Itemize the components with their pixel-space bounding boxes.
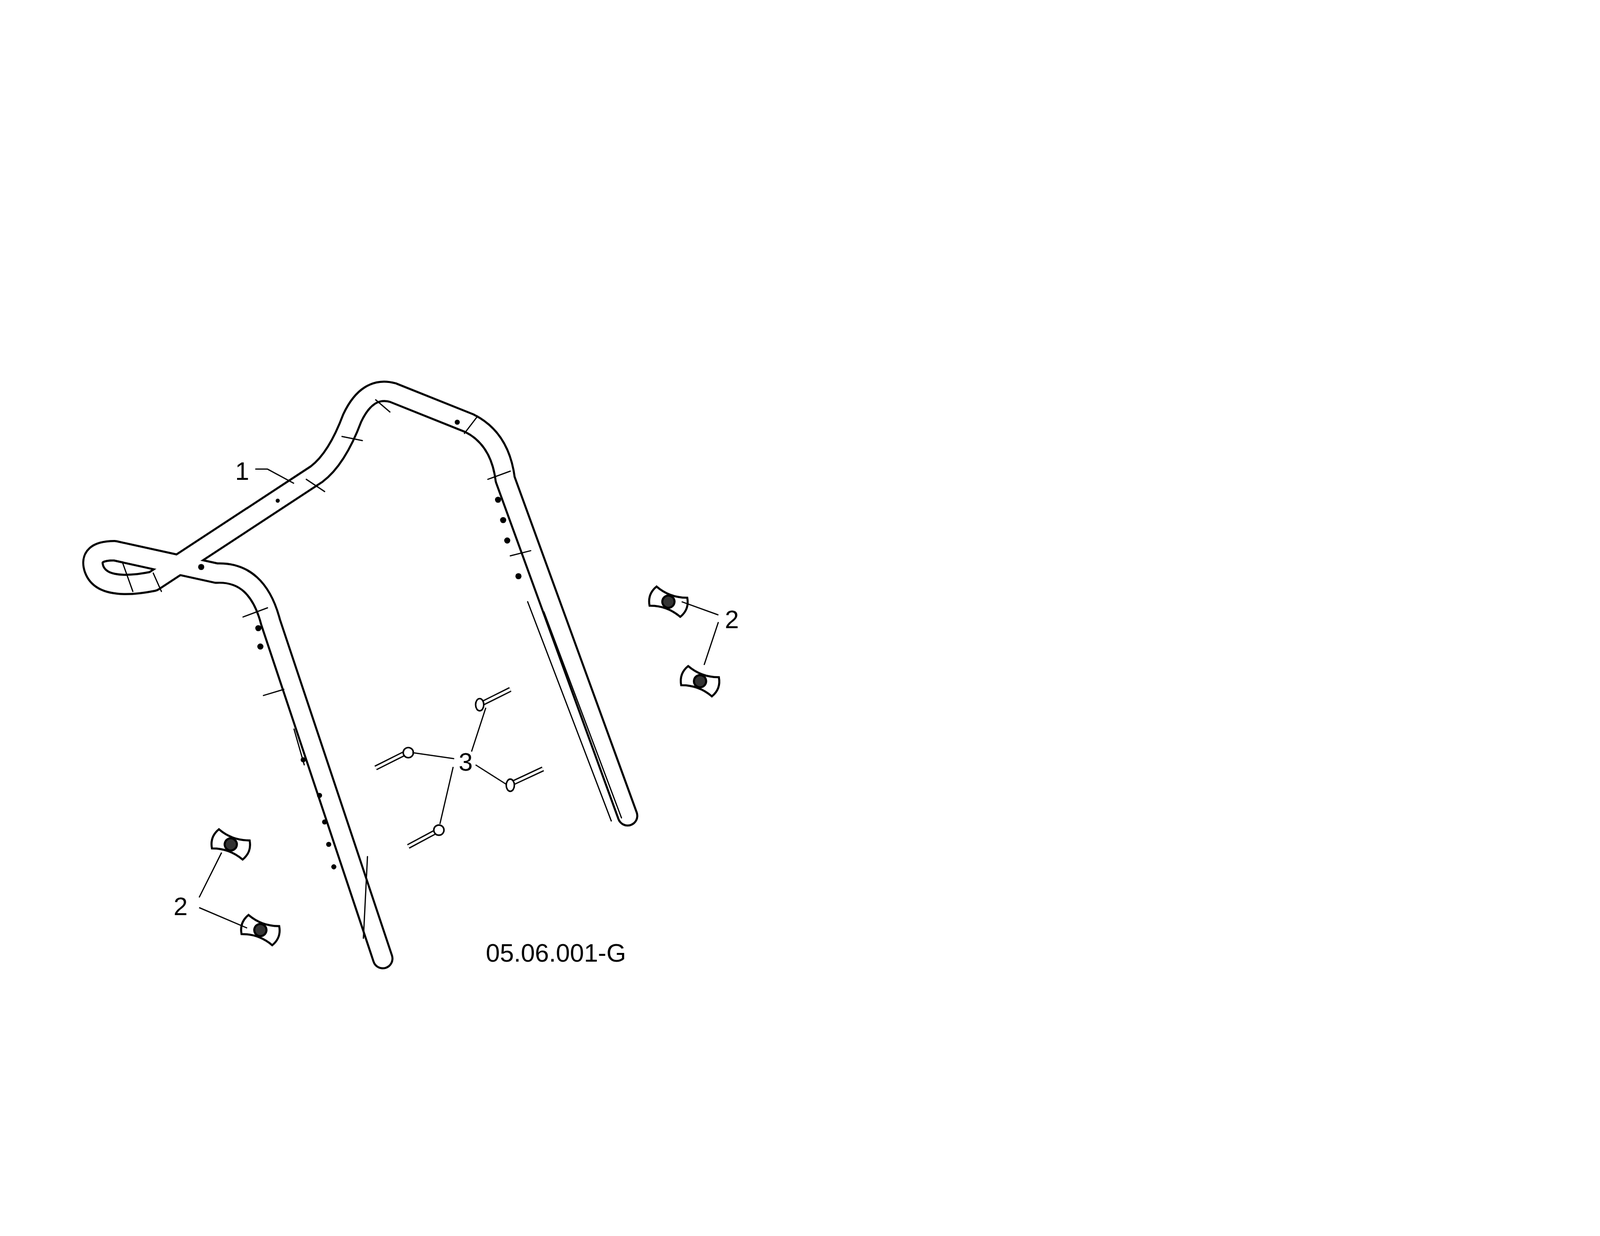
bolts [375,689,544,847]
leader-lines [199,469,719,929]
callout-number: 2 [173,894,188,920]
callout-number: 3 [458,749,473,775]
callout-number: 2 [724,607,739,633]
tube-holes [198,419,522,870]
handle-tube-fill [93,391,628,959]
callout-number: 1 [235,458,250,484]
knobs [208,585,722,947]
handle-tube-outline [93,391,628,959]
tube-seams [122,400,622,939]
drawing-code: 05.06.001-G [485,940,626,966]
